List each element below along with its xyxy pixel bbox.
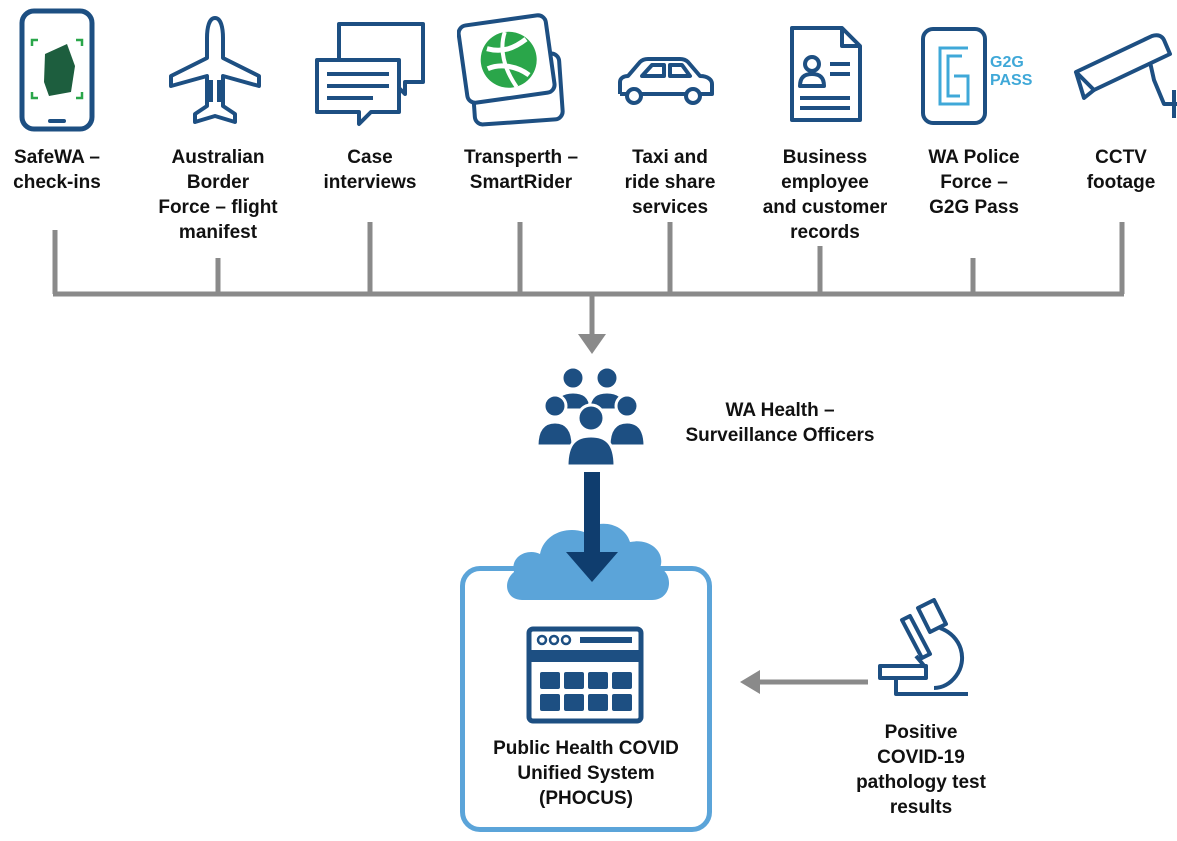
cctv-camera-icon xyxy=(1070,28,1177,128)
down-arrow-head xyxy=(578,334,606,354)
pathology-label: Positive COVID-19 pathology test results xyxy=(856,722,986,818)
application-window-icon xyxy=(526,626,644,724)
smartrider-card-icon xyxy=(457,12,567,128)
system-container xyxy=(460,566,712,832)
source-label-case-interviews: Case interviews xyxy=(323,147,417,193)
smartphone-icon xyxy=(18,8,96,132)
microscope-icon xyxy=(876,598,972,702)
people-group-icon xyxy=(535,366,651,468)
car-icon xyxy=(614,54,718,108)
source-label-taxi: Taxi and ride share services xyxy=(624,147,716,218)
speech-bubbles-icon xyxy=(313,20,429,128)
source-label-safewa: SafeWA – check-ins xyxy=(13,147,101,193)
system-arrow-head xyxy=(566,520,618,582)
pathology-arrow-head xyxy=(740,670,760,694)
source-label-business: Business employee and customer records xyxy=(762,147,888,243)
source-label-transperth: Transperth – SmartRider xyxy=(463,147,579,193)
source-label-border-force: Australian Border Force – flight manifes… xyxy=(158,147,278,243)
document-icon xyxy=(786,24,866,124)
officers-label: WA Health – Surveillance Officers xyxy=(685,400,875,446)
airplane-icon xyxy=(165,14,265,130)
source-label-g2g: WA Police Force – G2G Pass xyxy=(928,147,1020,218)
g2g-pass-badge: G2G PASS xyxy=(990,54,1033,89)
g2g-pass-icon: G2G PASS xyxy=(920,26,1034,126)
system-label: Public Health COVID Unified System (PHOC… xyxy=(493,738,679,809)
source-label-cctv: CCTV footage xyxy=(1086,147,1156,193)
